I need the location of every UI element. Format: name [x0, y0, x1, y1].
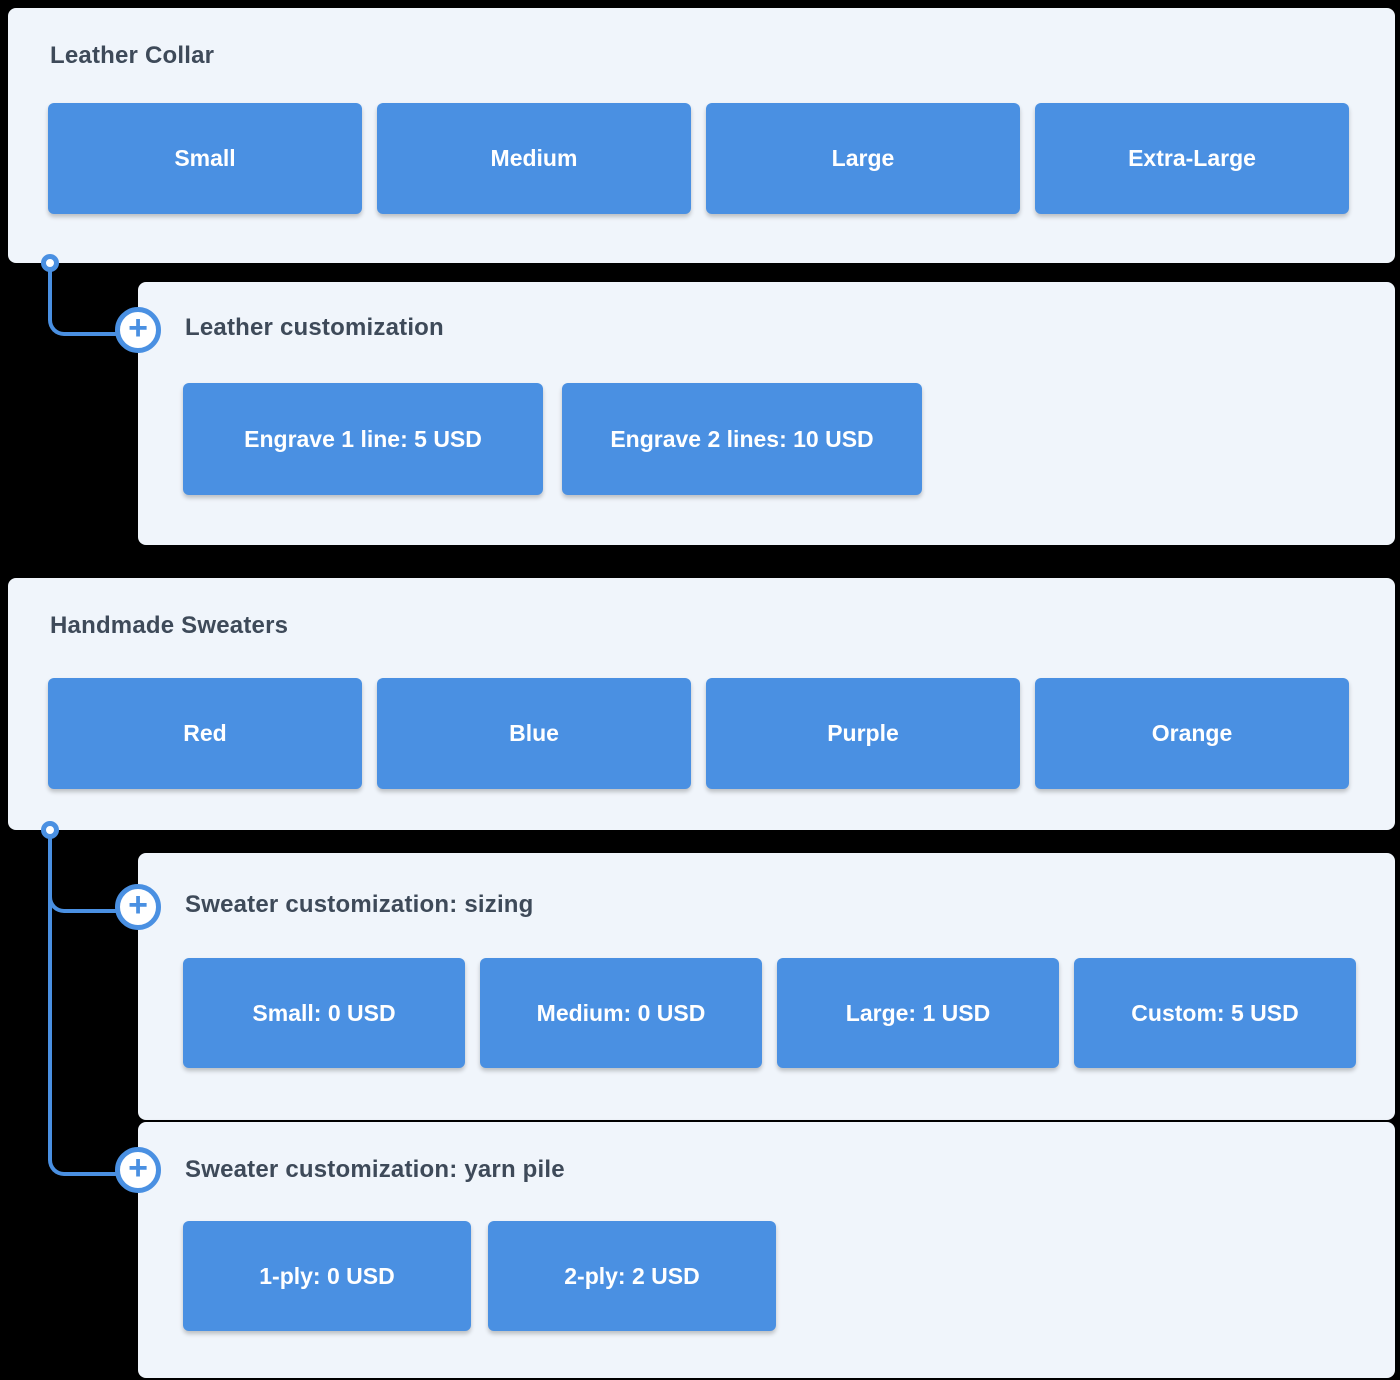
modifier-button-large[interactable]: Large: 1 USD: [777, 958, 1059, 1068]
connector-line: [48, 263, 119, 336]
connector-line: [48, 830, 119, 1176]
modifier-button-row: 1-ply: 0 USD 2-ply: 2 USD: [183, 1221, 776, 1331]
variation-button-large[interactable]: Large: [706, 103, 1020, 214]
modifier-card-sweater-sizing: Sweater customization: sizing Small: 0 U…: [138, 853, 1395, 1120]
modifier-set-title: Leather customization: [185, 314, 444, 341]
variation-button-row: Small Medium Large Extra-Large: [48, 103, 1349, 214]
modifier-button-medium[interactable]: Medium: 0 USD: [480, 958, 762, 1068]
variation-button-row: Red Blue Purple Orange: [48, 678, 1349, 789]
modifier-card-sweater-yarn-pile: Sweater customization: yarn pile 1-ply: …: [138, 1122, 1395, 1378]
modifier-set-title: Sweater customization: yarn pile: [185, 1156, 565, 1183]
add-modifier-plus-icon[interactable]: +: [115, 884, 161, 930]
product-title: Handmade Sweaters: [50, 612, 289, 639]
product-card-leather-collar: Leather Collar Small Medium Large Extra-…: [8, 8, 1395, 263]
connector-anchor-dot: [41, 254, 59, 272]
modifier-button-row: Engrave 1 line: 5 USD Engrave 2 lines: 1…: [183, 383, 922, 495]
modifier-button-2-ply[interactable]: 2-ply: 2 USD: [488, 1221, 776, 1331]
variation-button-small[interactable]: Small: [48, 103, 362, 214]
connector-anchor-dot: [41, 821, 59, 839]
plus-icon: +: [128, 886, 148, 924]
modifier-button-1-ply[interactable]: 1-ply: 0 USD: [183, 1221, 471, 1331]
variation-button-purple[interactable]: Purple: [706, 678, 1020, 789]
modifier-button-custom[interactable]: Custom: 5 USD: [1074, 958, 1356, 1068]
add-modifier-plus-icon[interactable]: +: [115, 307, 161, 353]
product-card-handmade-sweaters: Handmade Sweaters Red Blue Purple Orange: [8, 578, 1395, 830]
variation-button-medium[interactable]: Medium: [377, 103, 691, 214]
variation-button-red[interactable]: Red: [48, 678, 362, 789]
modifier-button-engrave-1-line[interactable]: Engrave 1 line: 5 USD: [183, 383, 543, 495]
plus-icon: +: [128, 1149, 148, 1187]
add-modifier-plus-icon[interactable]: +: [115, 1147, 161, 1193]
plus-icon: +: [128, 309, 148, 347]
variation-button-blue[interactable]: Blue: [377, 678, 691, 789]
modifier-button-small[interactable]: Small: 0 USD: [183, 958, 465, 1068]
product-title: Leather Collar: [50, 42, 215, 69]
modifier-button-row: Small: 0 USD Medium: 0 USD Large: 1 USD …: [183, 958, 1356, 1068]
modifier-button-engrave-2-lines[interactable]: Engrave 2 lines: 10 USD: [562, 383, 922, 495]
connector-line: [48, 830, 119, 913]
modifier-set-title: Sweater customization: sizing: [185, 891, 534, 918]
variation-button-orange[interactable]: Orange: [1035, 678, 1349, 789]
variation-button-extra-large[interactable]: Extra-Large: [1035, 103, 1349, 214]
modifier-card-leather-customization: Leather customization Engrave 1 line: 5 …: [138, 282, 1395, 545]
